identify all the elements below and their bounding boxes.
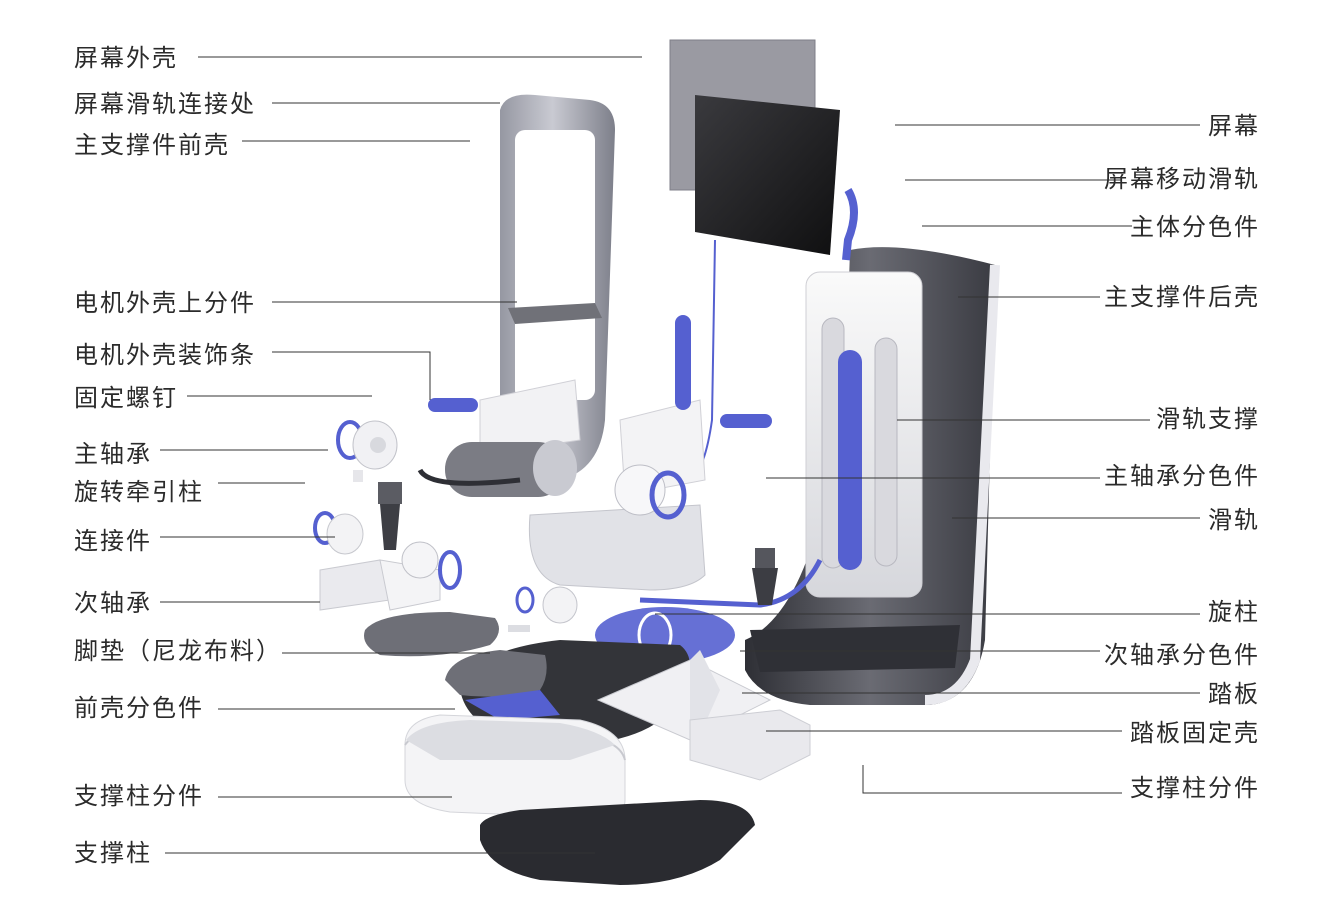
motor-decor-strip-right — [720, 414, 772, 428]
leader-lines — [160, 56, 1200, 854]
label-rotating-column: 旋柱 — [1208, 598, 1260, 626]
secondary-bearing-assembly — [319, 541, 462, 611]
front-blue-plate — [465, 690, 560, 720]
motor-housing-center — [528, 315, 706, 591]
connector — [313, 511, 364, 555]
label-support-column: 支撑柱 — [74, 839, 152, 867]
rotating-column — [752, 548, 778, 605]
screen-moving-slide-rail — [842, 187, 858, 261]
label-screen: 屏幕 — [1208, 112, 1260, 140]
label-support-column-part-left: 支撑柱分件 — [74, 782, 204, 810]
support-column-part — [404, 714, 626, 819]
label-slide-rail: 滑轨 — [1208, 506, 1260, 534]
center-bearings — [508, 586, 578, 632]
label-main-support-front-shell: 主支撑件前壳 — [74, 131, 230, 159]
label-screen-rail-connection: 屏幕滑轨连接处 — [74, 90, 256, 118]
main-bearing — [336, 420, 398, 482]
label-rotating-traction-column: 旋转牵引柱 — [74, 478, 204, 506]
label-pedal: 踏板 — [1208, 680, 1260, 708]
label-motor-housing-upper-part: 电机外壳上分件 — [74, 289, 256, 317]
label-fixing-screw: 固定螺钉 — [74, 384, 178, 412]
label-body-color-part: 主体分色件 — [1130, 213, 1260, 241]
rotating-traction-column — [378, 482, 402, 550]
label-secondary-bearing: 次轴承 — [74, 589, 152, 617]
label-main-bearing: 主轴承 — [74, 440, 152, 468]
motor-decor-strip-left — [428, 398, 478, 412]
label-connector: 连接件 — [74, 527, 152, 555]
label-main-support-back-shell: 主支撑件后壳 — [1104, 283, 1260, 311]
foot-pad-left — [364, 612, 499, 657]
label-screen-shell: 屏幕外壳 — [74, 44, 178, 72]
label-main-bearing-color-part: 主轴承分色件 — [1104, 462, 1260, 490]
pedal-fixing-shell — [689, 709, 811, 781]
support-column — [480, 800, 755, 885]
motor-housing-upper-part — [508, 303, 602, 324]
label-pedal-fixing-shell: 踏板固定壳 — [1130, 719, 1260, 747]
label-motor-housing-decor-strip: 电机外壳装饰条 — [74, 341, 256, 369]
motor-housing-left — [417, 379, 581, 497]
label-foot-pad-nylon: 脚垫（尼龙布料） — [74, 637, 282, 665]
label-screen-moving-rail: 屏幕移动滑轨 — [1104, 165, 1260, 193]
label-support-column-part-right: 支撑柱分件 — [1130, 774, 1260, 802]
label-front-shell-color-part: 前壳分色件 — [74, 694, 204, 722]
label-slide-rail-support: 滑轨支撑 — [1156, 405, 1260, 433]
slide-rail-support — [805, 271, 923, 598]
main-support-front-shell — [490, 94, 615, 481]
label-secondary-bearing-color-part: 次轴承分色件 — [1104, 641, 1260, 669]
foot-pad-right — [445, 650, 547, 697]
screen — [695, 95, 840, 255]
